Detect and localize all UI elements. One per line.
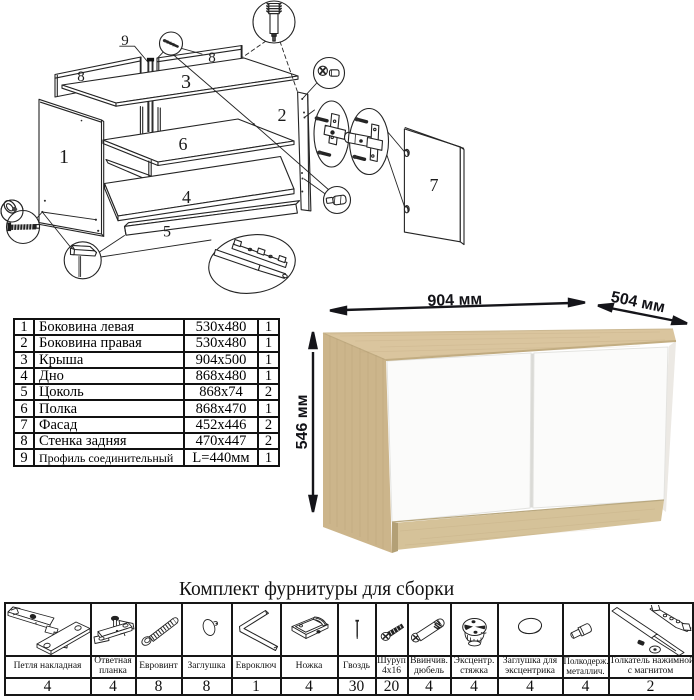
svg-text:8: 8 (77, 69, 85, 85)
svg-text:5: 5 (163, 224, 171, 241)
svg-text:3: 3 (181, 71, 191, 93)
svg-text:1: 1 (59, 146, 69, 168)
svg-text:7: 7 (430, 175, 439, 195)
svg-text:504 мм: 504 мм (609, 289, 666, 317)
svg-text:2: 2 (278, 105, 287, 125)
svg-text:904 мм: 904 мм (427, 291, 482, 310)
svg-text:546 мм: 546 мм (294, 395, 311, 450)
svg-text:6: 6 (179, 134, 188, 154)
svg-text:8: 8 (208, 50, 216, 66)
svg-text:9: 9 (121, 33, 129, 49)
svg-text:4: 4 (182, 187, 191, 207)
